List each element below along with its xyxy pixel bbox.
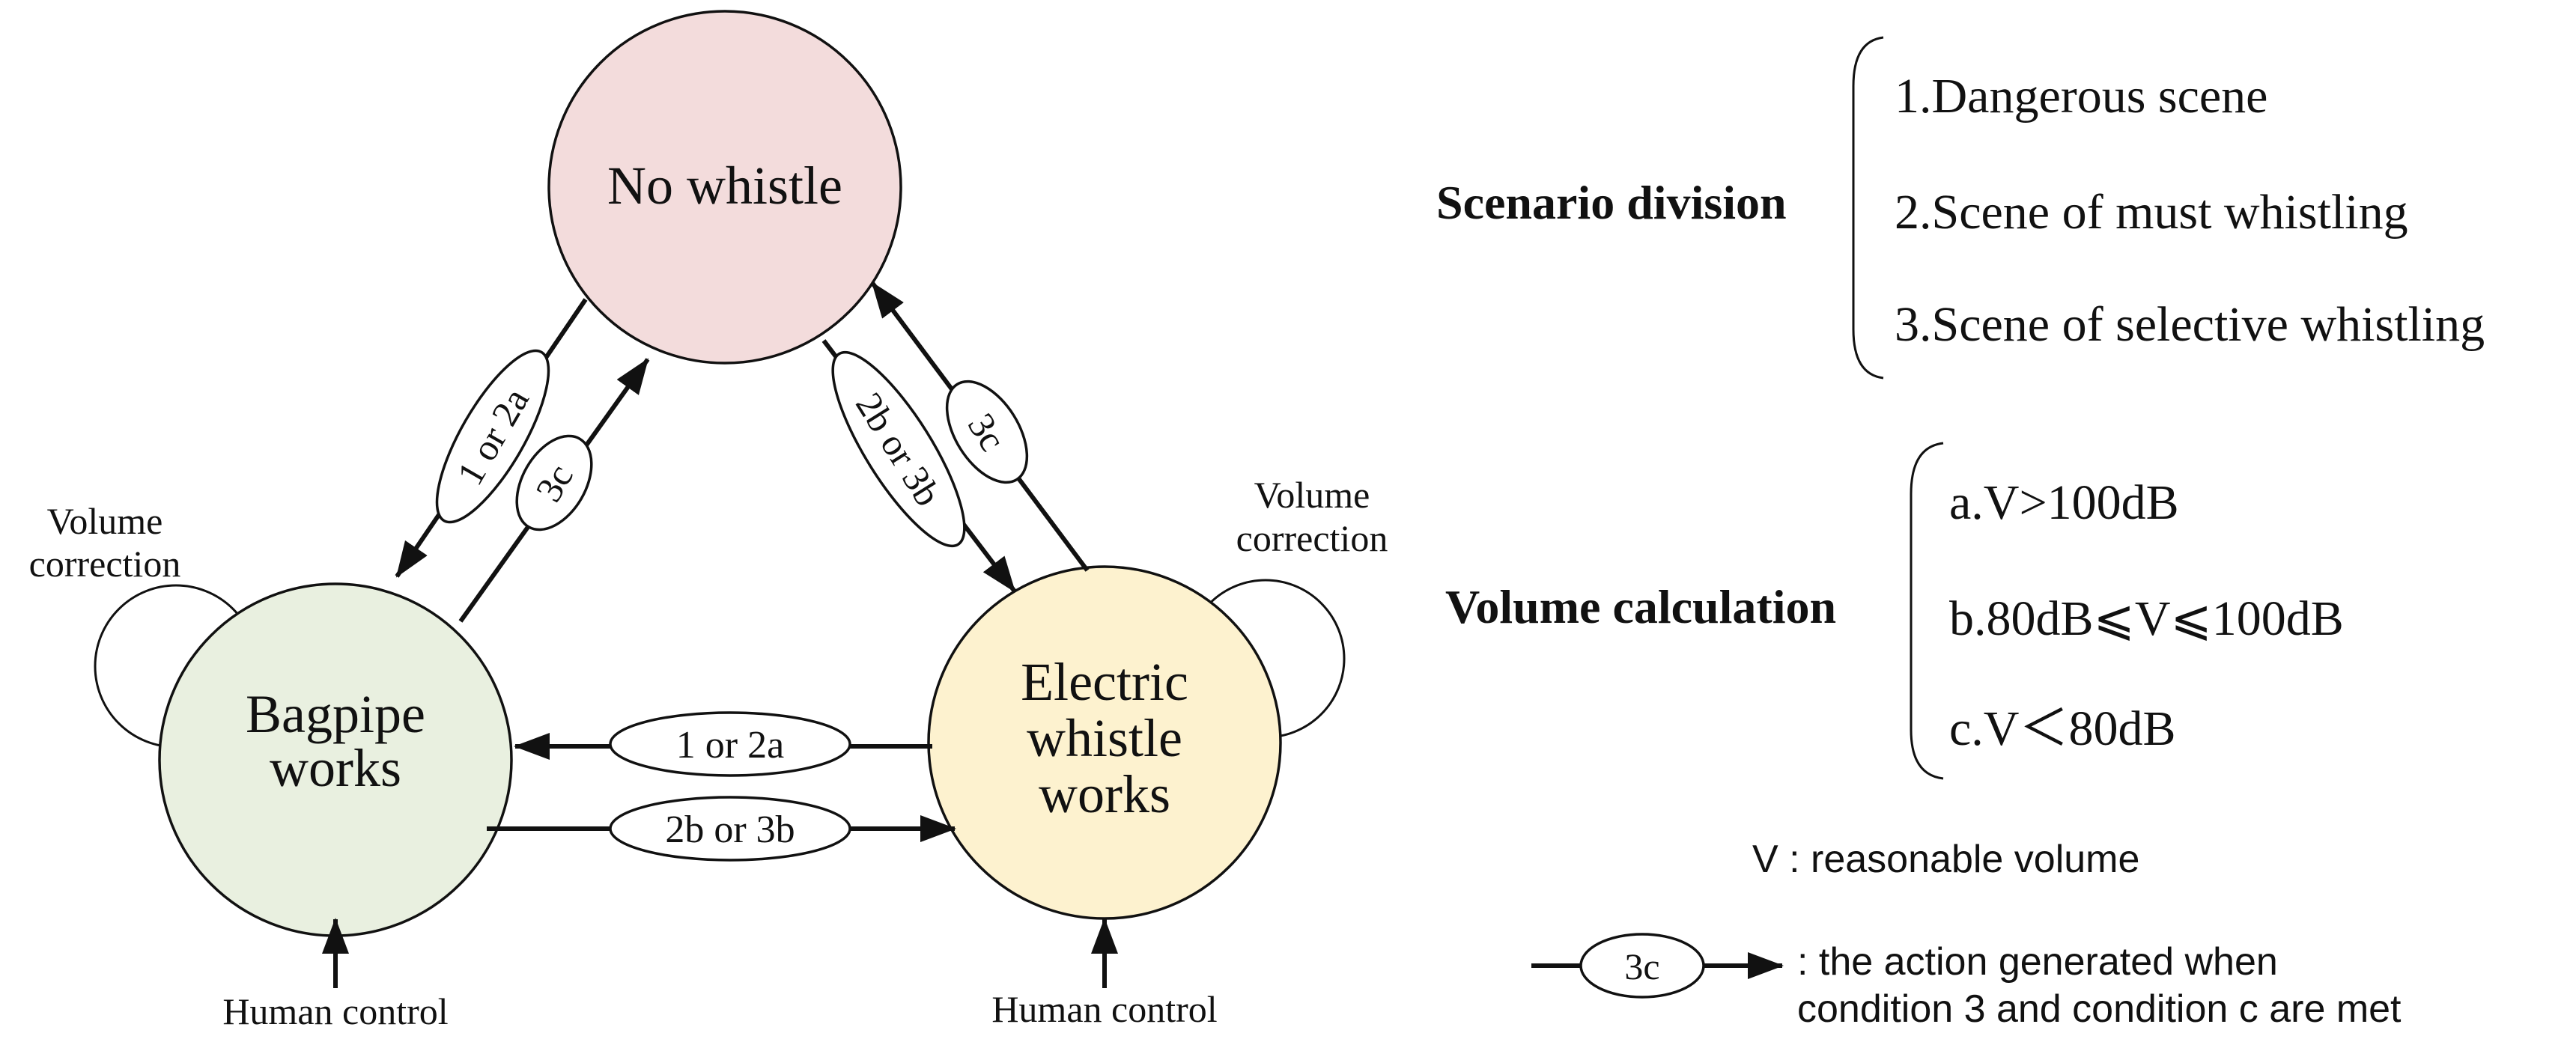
self-loop-electric-line2: correction bbox=[1236, 517, 1388, 559]
volume-item-b: b.80dB⩽V⩽100dB bbox=[1949, 591, 2344, 646]
volume-item-a: a.V>100dB bbox=[1949, 475, 2179, 530]
v-note: V : reasonable volume bbox=[1752, 838, 2139, 881]
label-bagpipe-line1: Bagpipe bbox=[246, 684, 425, 744]
volume-brace bbox=[1910, 442, 1944, 780]
label-electric-line2: whistle bbox=[1027, 708, 1182, 768]
scenario-item-3: 3.Scene of selective whistling bbox=[1895, 297, 2485, 352]
input-label-electric: Human control bbox=[991, 988, 1217, 1030]
input-label-bagpipe: Human control bbox=[222, 990, 448, 1032]
legend-desc-line1: : the action generated when bbox=[1797, 940, 2278, 984]
label-bagpipe-line2: works bbox=[270, 738, 401, 798]
volume-title: Volume calculation bbox=[1445, 580, 1836, 633]
edge-label-bagpipe-to-electric: 2b or 3b bbox=[609, 796, 851, 862]
state-no-whistle bbox=[547, 10, 902, 365]
legend-desc-line2: condition 3 and condition c are met bbox=[1797, 987, 2402, 1031]
self-loop-electric-line1: Volume bbox=[1254, 474, 1370, 516]
volume-item-c: c.V＜80dB bbox=[1949, 701, 2175, 756]
legend-oval-label: 3c bbox=[1624, 945, 1659, 987]
label-electric-line1: Electric bbox=[1021, 652, 1188, 712]
self-loop-bagpipe-line1: Volume bbox=[47, 500, 163, 542]
svg-text:2b or 3b: 2b or 3b bbox=[665, 808, 795, 851]
scenario-item-2: 2.Scene of must whistling bbox=[1895, 185, 2408, 240]
label-electric-line3: works bbox=[1039, 764, 1170, 824]
self-loop-bagpipe-line2: correction bbox=[29, 543, 181, 585]
scenario-brace bbox=[1852, 36, 1884, 380]
edge-label-electric-to-top: 3c bbox=[945, 380, 1029, 484]
legend-oval bbox=[1579, 933, 1705, 999]
svg-text:1 or 2a: 1 or 2a bbox=[676, 724, 784, 767]
scenario-item-1: 1.Dangerous scene bbox=[1895, 69, 2267, 124]
edge-label-bagpipe-to-top: 3c bbox=[515, 434, 593, 531]
scenario-title: Scenario division bbox=[1436, 176, 1787, 229]
edge-label-electric-to-bagpipe: 1 or 2a bbox=[609, 711, 851, 777]
label-no-whistle: No whistle bbox=[607, 156, 842, 216]
